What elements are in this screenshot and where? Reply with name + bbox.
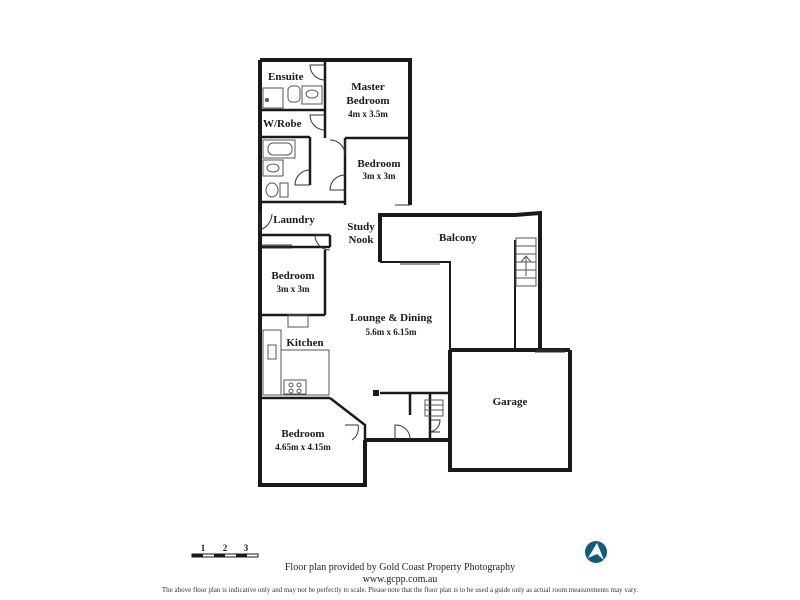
room-wrobe: W/Robe xyxy=(263,118,302,130)
footer-disclaimer: The above floor plan is indicative only … xyxy=(161,586,639,594)
room-master-size: 4m x 3.5m xyxy=(348,109,388,119)
room-bedroom-mid: Bedroom xyxy=(271,270,314,282)
doors xyxy=(259,64,565,441)
scale-tick-2: 2 xyxy=(223,543,228,553)
room-balcony: Balcony xyxy=(439,232,477,244)
scale-bar: 1 2 3 xyxy=(191,543,259,558)
scale-tick-1: 1 xyxy=(201,543,206,553)
room-bedroom-top-size: 3m x 3m xyxy=(363,171,396,181)
room-lounge: Lounge & Dining xyxy=(350,312,432,324)
north-arrow-logo xyxy=(585,541,607,563)
room-bedroom-mid-size: 3m x 3m xyxy=(277,284,310,294)
scale-tick-3: 3 xyxy=(244,543,249,553)
footer-website: www.gcpp.com.au xyxy=(362,574,438,585)
room-bedroom-bottom: Bedroom xyxy=(281,428,324,440)
room-master-line1: Master xyxy=(351,81,385,93)
room-master-line2: Bedroom xyxy=(346,95,389,107)
footer-credit: Floor plan provided by Gold Coast Proper… xyxy=(284,562,516,573)
room-garage: Garage xyxy=(493,396,528,408)
room-kitchen: Kitchen xyxy=(286,337,323,349)
room-lounge-size: 5.6m x 6.15m xyxy=(366,327,417,337)
room-ensuite: Ensuite xyxy=(268,71,304,83)
outer-walls xyxy=(258,58,572,487)
room-laundry: Laundry xyxy=(273,214,315,226)
fixtures xyxy=(262,85,537,417)
room-study-line1: Study xyxy=(347,221,375,233)
room-bedroom-top: Bedroom xyxy=(357,158,400,170)
column xyxy=(373,390,379,396)
room-bedroom-bottom-size: 4.65m x 4.15m xyxy=(275,442,331,452)
room-study-line2: Nook xyxy=(348,234,374,246)
